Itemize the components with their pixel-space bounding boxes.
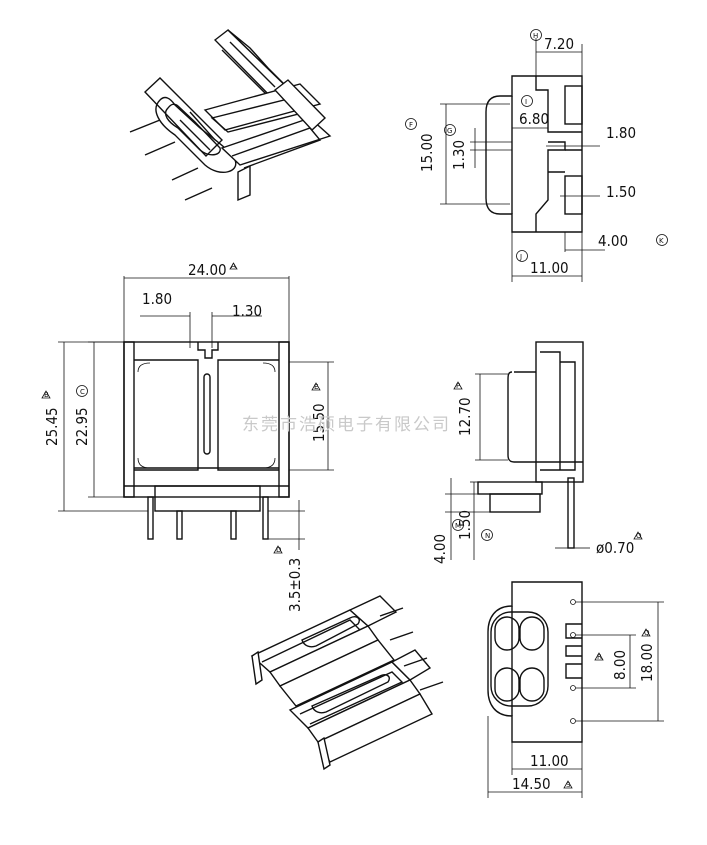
front-view: 24.00 1.80 1.30 25.45 22.95 15.50 3.5±0.… xyxy=(41,261,334,612)
svg-text:J: J xyxy=(519,253,522,261)
dim-pitch: 8.00 xyxy=(611,650,629,680)
marker-k xyxy=(656,234,668,246)
dim-k: 4.00 xyxy=(598,232,628,250)
dim-window: 15.50 xyxy=(310,403,328,442)
dim-slot2: 1.30 xyxy=(232,302,262,320)
svg-text:N: N xyxy=(485,532,490,540)
dim-s2: 1.50 xyxy=(606,183,636,201)
dim-width: 24.00 xyxy=(188,261,227,279)
svg-text:A: A xyxy=(231,262,236,270)
dim-1-50: 1.50 xyxy=(456,510,474,540)
svg-text:S: S xyxy=(566,781,571,789)
dim-4-00: 4.00 xyxy=(431,534,449,564)
marker-f xyxy=(405,118,417,130)
svg-text:P: P xyxy=(456,382,460,390)
marker-g xyxy=(444,124,456,136)
dim-i: 6.80 xyxy=(519,110,549,128)
marker-h xyxy=(530,29,542,41)
svg-text:Q: Q xyxy=(644,629,650,637)
dim-pin: 3.5±0.3 xyxy=(286,558,304,612)
dim-w2: 14.50 xyxy=(512,775,551,793)
svg-text:D: D xyxy=(276,546,281,554)
side-view: 12.70 4.00 1.50 ø0.70 P M N O xyxy=(431,341,643,564)
dim-f: 15.00 xyxy=(418,133,436,172)
svg-text:C: C xyxy=(80,388,85,396)
top-view: 7.20 6.80 1.80 1.50 4.00 11.00 15.00 1.3… xyxy=(405,29,668,282)
marker-j xyxy=(516,250,528,262)
dim-pin-dia: ø0.70 xyxy=(596,539,634,557)
watermark: 东莞市浩硕电子有限公司 xyxy=(242,415,451,435)
iso-view-top xyxy=(129,29,332,202)
dim-j: 11.00 xyxy=(530,259,569,277)
dim-s1: 1.80 xyxy=(606,124,636,142)
dim-span: 18.00 xyxy=(638,643,656,682)
iso-view-bottom xyxy=(250,595,444,771)
svg-text:E: E xyxy=(314,383,318,391)
dim-slot1: 1.80 xyxy=(142,290,172,308)
marker-i xyxy=(521,95,533,107)
svg-text:H: H xyxy=(533,32,538,40)
svg-text:M: M xyxy=(455,522,461,530)
svg-text:R: R xyxy=(597,653,602,661)
svg-text:G: G xyxy=(447,127,452,135)
dim-h: 7.20 xyxy=(544,35,574,53)
dim-inner: 22.95 xyxy=(73,407,91,446)
svg-text:I: I xyxy=(525,98,527,106)
dim-w1: 11.00 xyxy=(530,752,569,770)
dim-height: 25.45 xyxy=(43,407,61,446)
svg-text:B: B xyxy=(44,391,49,399)
bottom-view: 8.00 18.00 11.00 14.50 Q R S xyxy=(487,581,664,798)
dim-12-70: 12.70 xyxy=(456,397,474,436)
svg-text:F: F xyxy=(409,121,413,129)
svg-text:K: K xyxy=(659,237,664,245)
dim-g: 1.30 xyxy=(450,140,468,170)
svg-text:O: O xyxy=(636,532,642,540)
